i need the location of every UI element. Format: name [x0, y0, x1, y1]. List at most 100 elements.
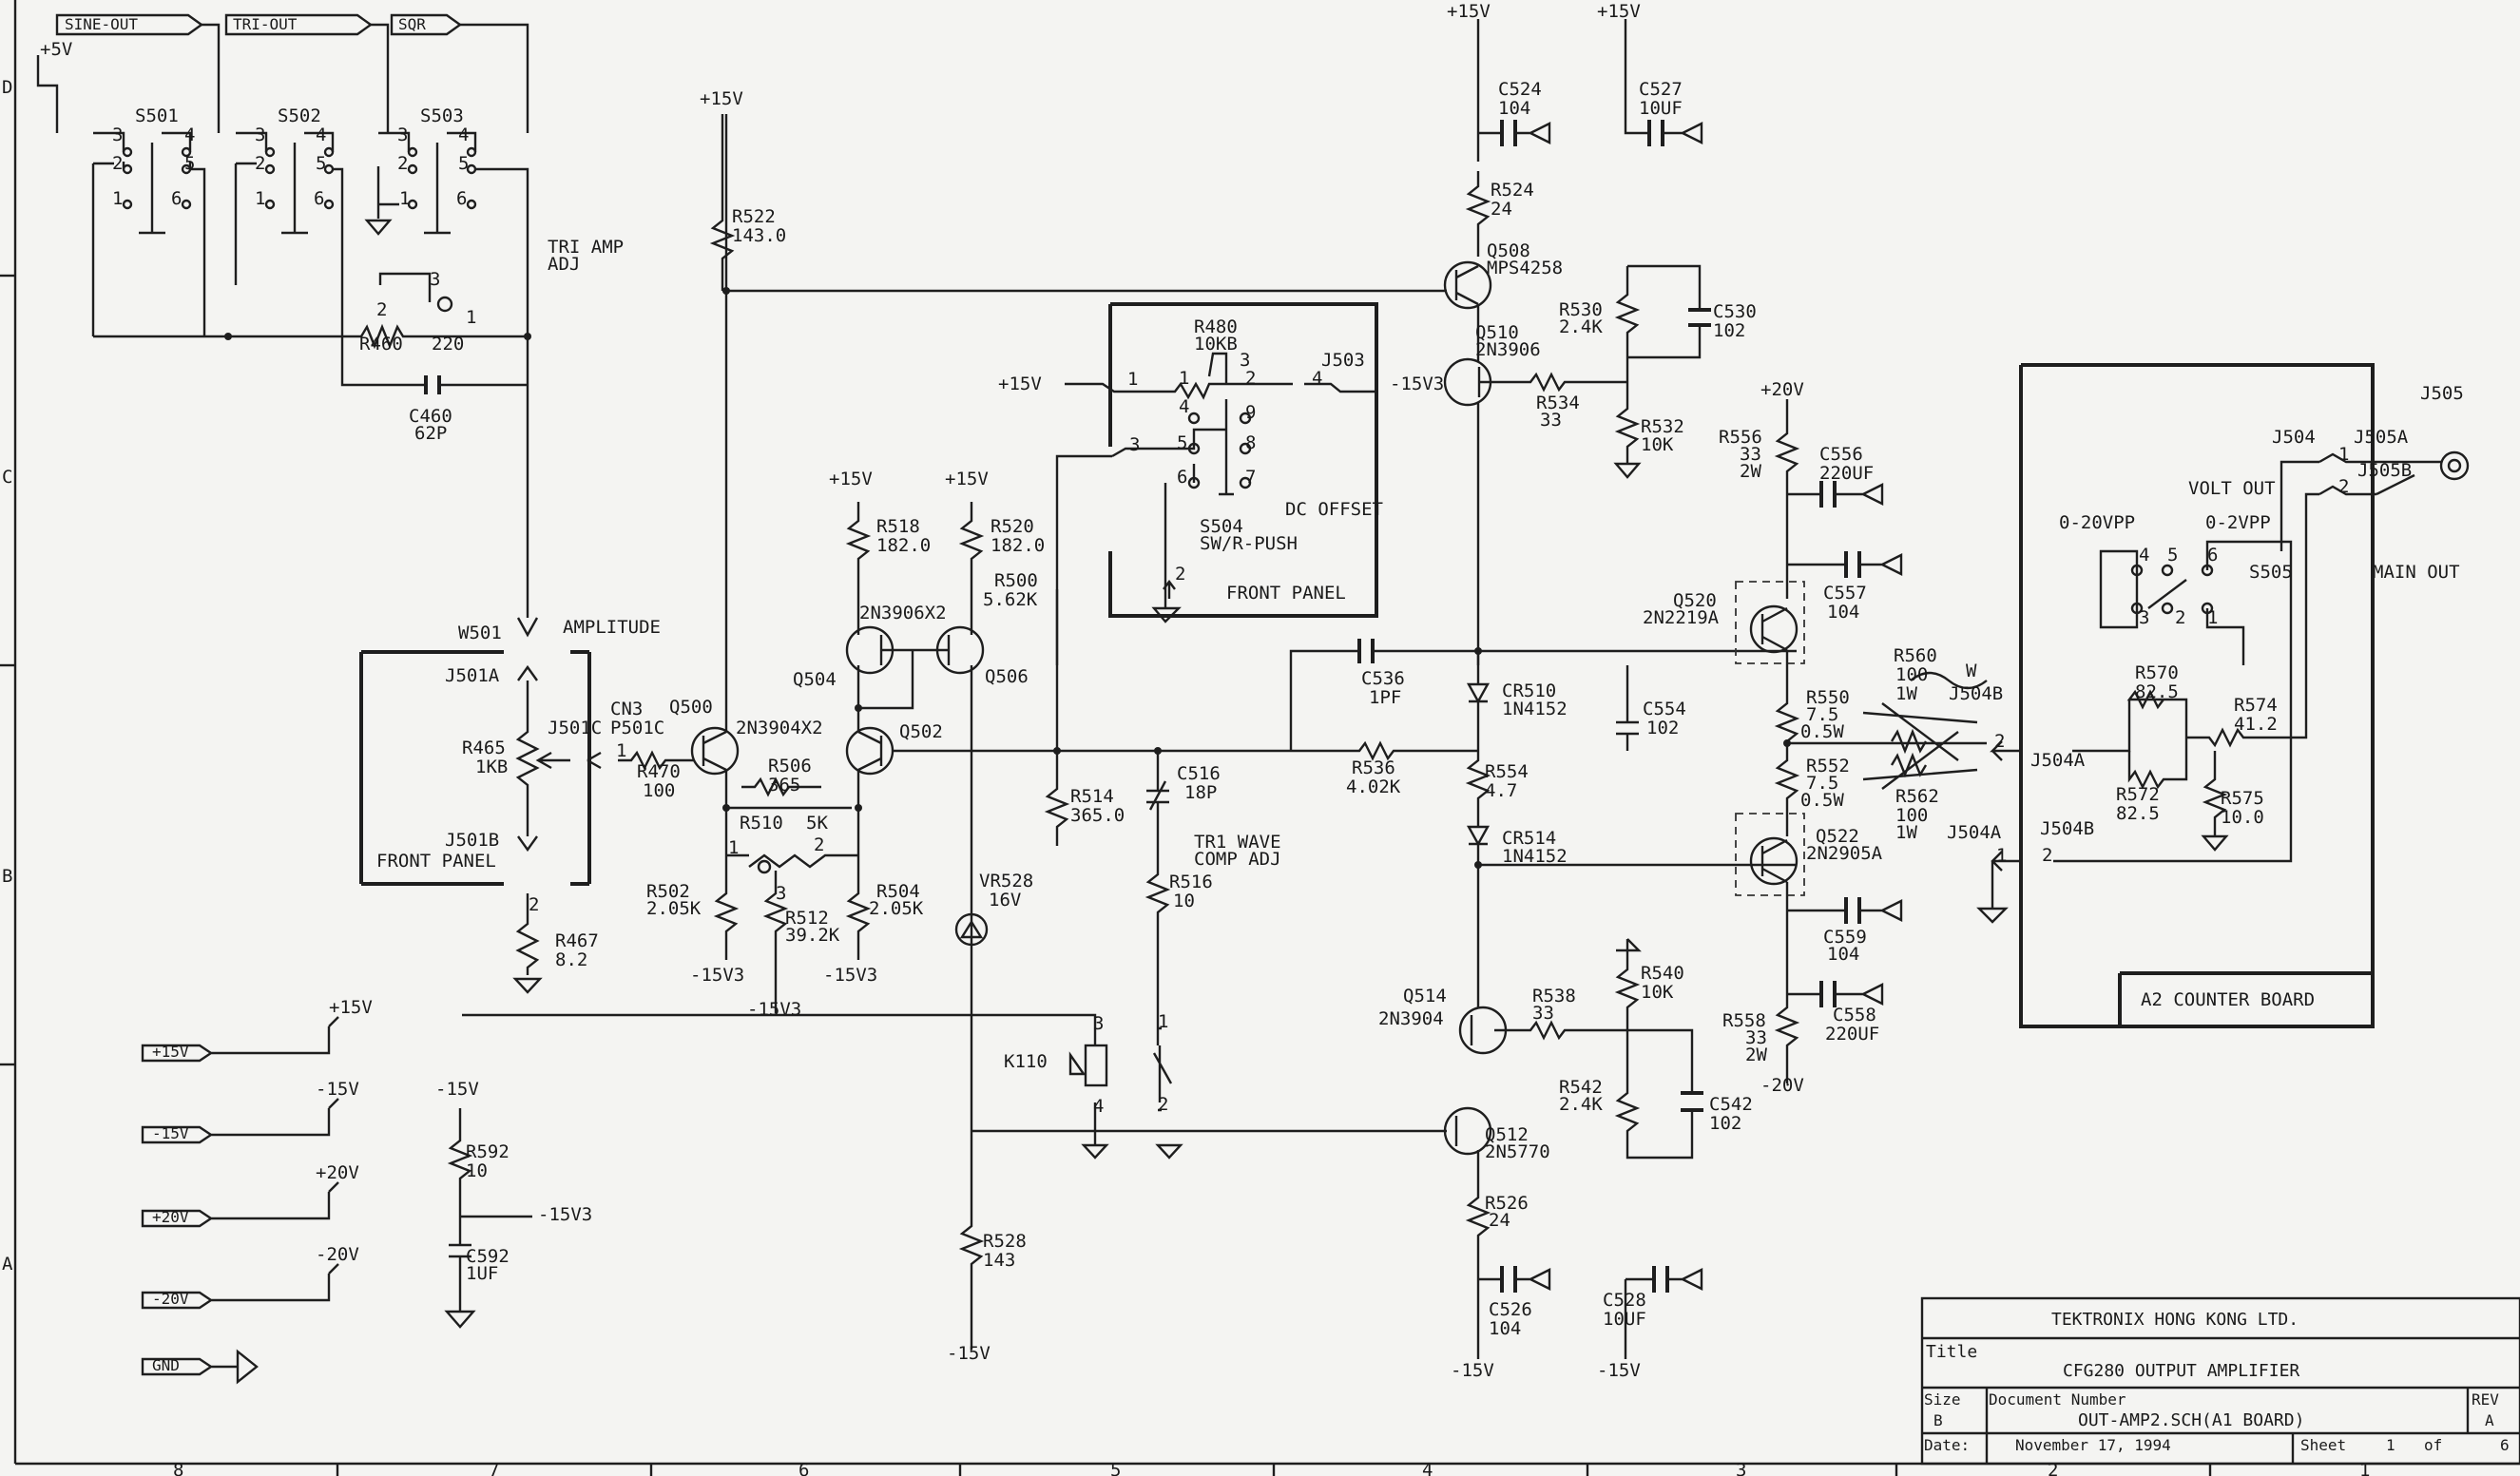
component-label: R534	[1536, 393, 1580, 413]
component-label: 8.2	[555, 949, 587, 970]
component-label: 5	[316, 153, 326, 174]
component-label: Q500	[669, 697, 713, 718]
component-label: S504	[1200, 516, 1243, 537]
component-label: 2N2905A	[1806, 843, 1883, 864]
component-label: 16V	[989, 890, 1021, 911]
component-label: 2	[397, 153, 408, 174]
component-label: R500	[994, 570, 1038, 591]
component-label: 2N3906X2	[859, 603, 947, 623]
component-label: 6	[2207, 545, 2218, 565]
component-label: MAIN OUT	[2373, 562, 2460, 583]
component-label: 220UF	[1819, 463, 1874, 484]
component-label: +15V	[329, 997, 373, 1018]
component-label: 2N3904X2	[736, 718, 823, 738]
component-label: 4.7	[1485, 780, 1517, 801]
sheet-value: 1	[2386, 1436, 2395, 1454]
component-label: R470	[637, 761, 681, 782]
component-label: C516	[1177, 763, 1221, 784]
component-label: CR510	[1502, 680, 1556, 701]
component-label: 33	[1532, 1003, 1554, 1024]
component-label: SW/R-PUSH	[1200, 533, 1298, 554]
component-label: -15V	[947, 1343, 991, 1364]
offpage-connectors	[55, 13, 529, 133]
component-label: C460	[409, 406, 452, 427]
component-label: 100	[1895, 805, 1928, 826]
component-label: 10.0	[2221, 807, 2264, 828]
edge-col-label: 5	[1110, 1460, 1121, 1476]
component-label: R512	[785, 908, 829, 929]
component-label: 10KB	[1194, 334, 1238, 355]
component-label: 4	[458, 125, 469, 145]
component-label: 4	[1179, 396, 1189, 417]
component-label: -15V	[1451, 1360, 1494, 1381]
component-label: -20V	[152, 1290, 189, 1308]
component-label: 1	[1179, 368, 1189, 389]
component-label: J504	[2272, 427, 2316, 448]
component-label: +15V	[1447, 1, 1491, 22]
component-label: C528	[1603, 1290, 1646, 1311]
component-label: 10	[466, 1160, 488, 1181]
component-label: 220UF	[1825, 1024, 1879, 1045]
component-label: 5	[1177, 432, 1187, 453]
component-label: 0-20VPP	[2059, 512, 2135, 533]
component-label: COMP ADJ	[1194, 849, 1281, 870]
component-label: 82.5	[2135, 681, 2179, 702]
component-label: J505	[2420, 383, 2464, 404]
component-label: TR1 WAVE	[1194, 832, 1281, 853]
component-label: 102	[1713, 320, 1745, 341]
sheet-label: Sheet	[2300, 1436, 2346, 1454]
component-label: -15V	[435, 1079, 479, 1100]
power-flags	[141, 1016, 532, 1385]
component-label: R506	[768, 756, 812, 776]
component-label: +15V	[945, 469, 989, 489]
component-label: 33	[1745, 1027, 1767, 1048]
component-label: 0.5W	[1800, 721, 1844, 742]
component-label: C524	[1498, 79, 1542, 100]
component-label: ADJ	[548, 254, 580, 275]
c516-r514-r500	[1044, 454, 1171, 1045]
component-label: CN3	[610, 699, 643, 719]
component-label: 365.0	[1070, 805, 1125, 826]
component-label: +15V	[152, 1043, 189, 1061]
component-label: C559	[1823, 927, 1867, 948]
component-label: 3	[430, 269, 440, 290]
component-label: -15V3	[823, 965, 877, 986]
component-label: C530	[1713, 301, 1757, 322]
component-label: R510	[740, 813, 783, 834]
component-label: -15V	[316, 1079, 359, 1100]
component-label: R540	[1641, 963, 1684, 984]
component-label: 10K	[1641, 434, 1674, 455]
component-label: J501C	[548, 718, 602, 738]
component-label: 5	[2167, 545, 2178, 565]
component-label: 2	[2175, 607, 2185, 628]
component-label: Q514	[1403, 986, 1447, 1006]
component-label: 3	[1093, 1013, 1104, 1034]
edge-row-label: B	[2, 866, 12, 887]
component-label: 3	[112, 125, 123, 145]
component-label: S501	[135, 105, 179, 126]
component-label: 2N3906	[1475, 339, 1541, 360]
component-label: R592	[466, 1141, 510, 1162]
component-label: 2	[529, 894, 539, 915]
component-label: -15V3	[690, 965, 744, 986]
component-label: 1	[1996, 845, 2007, 866]
component-label: -15V	[152, 1124, 189, 1142]
vr528-k110	[462, 912, 1447, 1350]
component-label: 10K	[1641, 982, 1674, 1003]
component-label: 3	[1129, 434, 1140, 455]
component-label: MPS4258	[1487, 258, 1563, 278]
edge-row-label: A	[2, 1254, 13, 1275]
component-label: P501C	[610, 718, 664, 738]
component-label: -20V	[316, 1244, 359, 1265]
component-label: 4	[1312, 368, 1322, 389]
component-label: 143	[983, 1250, 1015, 1271]
component-label: C536	[1361, 668, 1405, 689]
component-label: 1UF	[466, 1263, 498, 1284]
r460-c460	[93, 272, 531, 394]
component-label: 182.0	[991, 535, 1045, 556]
component-label: 33	[1540, 410, 1562, 431]
of-label: of	[2424, 1436, 2442, 1454]
edge-row-labels: D C B A	[2, 77, 13, 1275]
component-label: J501A	[445, 665, 500, 686]
